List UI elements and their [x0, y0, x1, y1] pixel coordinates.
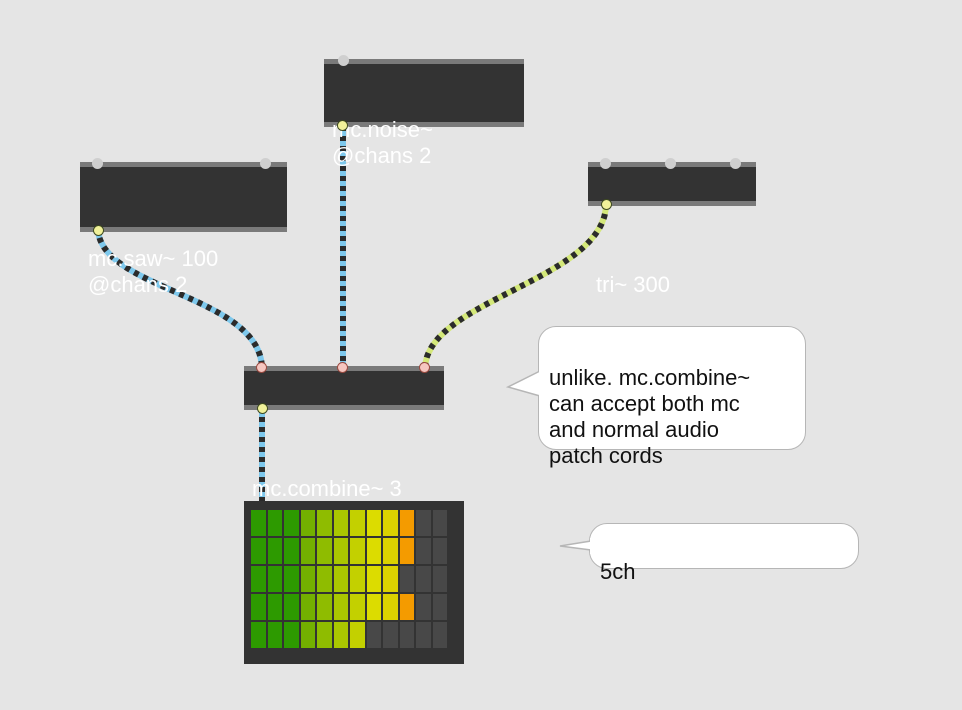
meter-segment [267, 594, 282, 620]
meter-segment [399, 594, 414, 620]
meter-segment [432, 622, 447, 648]
meter-segment [432, 566, 447, 592]
meter-segment [432, 594, 447, 620]
outlet-port[interactable] [257, 403, 268, 414]
comment-bubble-tail [559, 538, 592, 554]
inlet-port[interactable] [665, 158, 676, 169]
meter-segment [317, 594, 332, 620]
meter-segment [333, 538, 348, 564]
inlet-port[interactable] [419, 362, 430, 373]
meter-segment [366, 538, 381, 564]
meter-segment [350, 510, 365, 536]
meter-segment [300, 566, 315, 592]
meter-segment [333, 594, 348, 620]
meter-segment [416, 622, 431, 648]
meter-segment [399, 622, 414, 648]
mc-live-gain-meter[interactable] [244, 501, 464, 664]
mc-noise-object-label: mc.noise~ @chans 2 [332, 117, 433, 168]
meter-segment [432, 538, 447, 564]
meter-segment [284, 594, 299, 620]
mc-noise-object[interactable]: mc.noise~ @chans 2 [324, 55, 524, 168]
meter-segment [300, 538, 315, 564]
meter-segment [383, 510, 398, 536]
meter-segment [399, 538, 414, 564]
meter-segment [251, 566, 266, 592]
meter-segment [251, 594, 266, 620]
comment-channels-text: 5ch [600, 559, 636, 584]
meter-segment [267, 622, 282, 648]
inlet-port[interactable] [600, 158, 611, 169]
meter-segment [383, 538, 398, 564]
meter-segment [284, 538, 299, 564]
mc-combine-object[interactable]: mc.combine~ 3 [244, 362, 444, 501]
meter-segment [366, 510, 381, 536]
meter-segment [317, 538, 332, 564]
meter-segment [399, 566, 414, 592]
meter-segment [251, 510, 266, 536]
meter-segment [267, 510, 282, 536]
meter-segment [416, 538, 431, 564]
comment-bubble-channels[interactable]: 5ch [589, 523, 859, 584]
meter-segment [432, 510, 447, 536]
meter-segment [267, 566, 282, 592]
inlet-port[interactable] [730, 158, 741, 169]
meter-segment [399, 510, 414, 536]
meter-segment [383, 594, 398, 620]
meter-segment [284, 510, 299, 536]
meter-segment [383, 622, 398, 648]
comment-unlike-text: unlike. mc.combine~ can accept both mc a… [549, 365, 751, 468]
outlet-port[interactable] [93, 225, 104, 236]
meter-segment [383, 566, 398, 592]
inlet-port[interactable] [337, 362, 348, 373]
meter-segment [333, 622, 348, 648]
mc-saw-object[interactable]: mc.saw~ 100 @chans 2 [80, 158, 287, 297]
inlet-port[interactable] [92, 158, 103, 169]
meter-segment [333, 510, 348, 536]
meter-segment [366, 622, 381, 648]
mc-saw-object-label: mc.saw~ 100 @chans 2 [88, 246, 219, 297]
outlet-port[interactable] [601, 199, 612, 210]
meter-segment [300, 622, 315, 648]
meter-segment [416, 510, 431, 536]
meter-segment [333, 566, 348, 592]
meter-segment [317, 566, 332, 592]
tri-object[interactable]: tri~ 300 [588, 158, 756, 297]
meter-segment [317, 622, 332, 648]
tri-object-label: tri~ 300 [596, 272, 670, 297]
mc-patch-cord-saw-to-combine[interactable] [95, 227, 265, 370]
meter-segment [300, 510, 315, 536]
meter-segment [267, 538, 282, 564]
meter-segment [284, 622, 299, 648]
meter-segment [284, 566, 299, 592]
audio-patch-cord-tri-to-combine[interactable] [422, 203, 609, 370]
meter-segment [366, 594, 381, 620]
meter-segment [317, 510, 332, 536]
meter-segment [251, 622, 266, 648]
comment-bubble-unlike[interactable]: unlike. mc.combine~ can accept both mc a… [538, 326, 806, 468]
meter-segment [350, 566, 365, 592]
meter-segment [350, 622, 365, 648]
meter-segment [350, 594, 365, 620]
outlet-port[interactable] [337, 120, 348, 131]
inlet-port[interactable] [256, 362, 267, 373]
mc-combine-object-label: mc.combine~ 3 [252, 476, 402, 501]
comment-bubble-tail [506, 370, 542, 398]
meter-segment [251, 538, 266, 564]
meter-segment [366, 566, 381, 592]
inlet-port[interactable] [260, 158, 271, 169]
meter-segment [416, 566, 431, 592]
meter-segment [416, 594, 431, 620]
inlet-port[interactable] [338, 55, 349, 66]
meter-segment [350, 538, 365, 564]
meter-segment [300, 594, 315, 620]
